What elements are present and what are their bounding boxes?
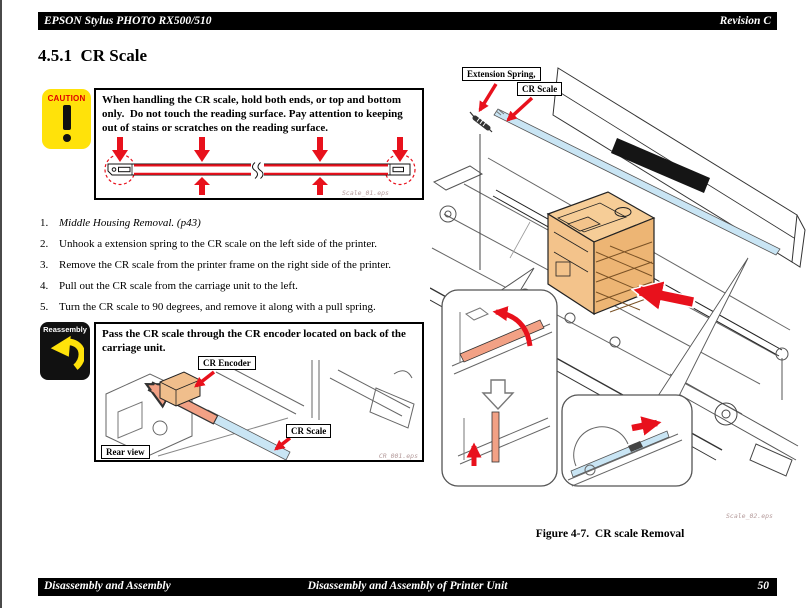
undo-arrow-icon — [50, 335, 86, 370]
extension-spring — [469, 111, 493, 133]
step-item: 1. Middle Housing Removal. (p43) — [40, 217, 201, 229]
scale-pointer-arrow — [506, 96, 534, 122]
scale-pointer-arrow — [274, 436, 292, 451]
cr-scale-removal-diagram — [430, 67, 806, 487]
reassembly-box: Pass the CR scale through the CR encoder… — [94, 322, 424, 462]
footer-page-number: 50 — [757, 580, 770, 592]
next-step-arrow — [481, 379, 515, 411]
rear-view-label: Rear view — [101, 445, 150, 459]
caution-box: When handling the CR scale, hold both en… — [94, 88, 424, 200]
cr-scale-handling-diagram: Scale_01.eps — [104, 137, 416, 197]
pull-out-arrow — [631, 416, 662, 436]
step-item: 3. Remove the CR scale from the printer … — [40, 258, 392, 271]
step-item: 5. Turn the CR scale to 90 degrees, and … — [40, 300, 376, 313]
header-revision: Revision C — [719, 15, 771, 27]
left-callout — [441, 267, 558, 487]
exclamation-dot-icon — [62, 134, 71, 142]
step-item: 2. Unhook a extension spring to the CR s… — [40, 237, 378, 250]
hold-arrows — [112, 137, 408, 195]
rear-view-art — [105, 360, 415, 460]
procedure-steps: 1. Middle Housing Removal. (p43) 2. Unho… — [40, 217, 428, 322]
right-callout — [561, 257, 749, 487]
reassembly-icon-label: Reassembly — [43, 325, 87, 334]
caution-text: When handling the CR scale, hold both en… — [102, 94, 406, 135]
scale-vertical-bar — [491, 411, 500, 463]
section-title: 4.5.1 CR Scale — [38, 46, 148, 65]
page-header-bar: EPSON Stylus PHOTO RX500/510 Revision C — [38, 12, 777, 30]
step-item: 4. Pull out the CR scale from the carria… — [40, 279, 298, 292]
caution-icon-label: CAUTION — [47, 94, 86, 103]
encoder-pointer-arrow — [194, 370, 216, 388]
diagram-credit: Scale_01.eps — [342, 189, 389, 197]
spring-pointer-arrow — [478, 83, 498, 113]
extension-spring-label: Extension Spring, — [462, 67, 541, 81]
cr-scale-label: CR Scale — [286, 424, 332, 438]
cr-scale-bar — [107, 162, 411, 179]
figure-credit: Scale_02.eps — [726, 512, 773, 520]
frame-line-art — [105, 360, 415, 457]
figure-4-7: Extension Spring, CR Scale Scale_02.eps — [430, 62, 807, 522]
header-title: EPSON Stylus PHOTO RX500/510 — [44, 15, 212, 27]
reassembly-icon: Reassembly — [40, 322, 90, 380]
footer-section: Disassembly and Assembly of Printer Unit — [307, 580, 508, 592]
rear-view-diagram: CR Encoder CR Scale Rear view CR_001.eps — [98, 356, 424, 460]
rotate-arrow — [492, 306, 533, 347]
cr-encoder-part — [159, 371, 201, 407]
printer-frame-art — [430, 67, 806, 477]
cr-scale-bar — [493, 108, 781, 256]
figure-caption: Figure 4-7. CR scale Removal — [535, 528, 685, 540]
caution-icon: CAUTION — [42, 89, 91, 149]
diagram-credit: CR_001.eps — [378, 452, 418, 460]
cr-scale-bar-small — [570, 430, 670, 478]
exclamation-mark-icon — [62, 105, 71, 130]
page-footer-bar: Disassembly and Assembly Disassembly and… — [38, 578, 777, 596]
lid-slot — [611, 138, 710, 193]
removal-arrow — [630, 279, 697, 313]
reassembly-text: Pass the CR scale through the CR encoder… — [102, 328, 409, 355]
footer-chapter: Disassembly and Assembly — [44, 580, 171, 592]
cr-encoder-label: CR Encoder — [198, 356, 256, 370]
cr-scale-label: CR Scale — [517, 82, 563, 96]
